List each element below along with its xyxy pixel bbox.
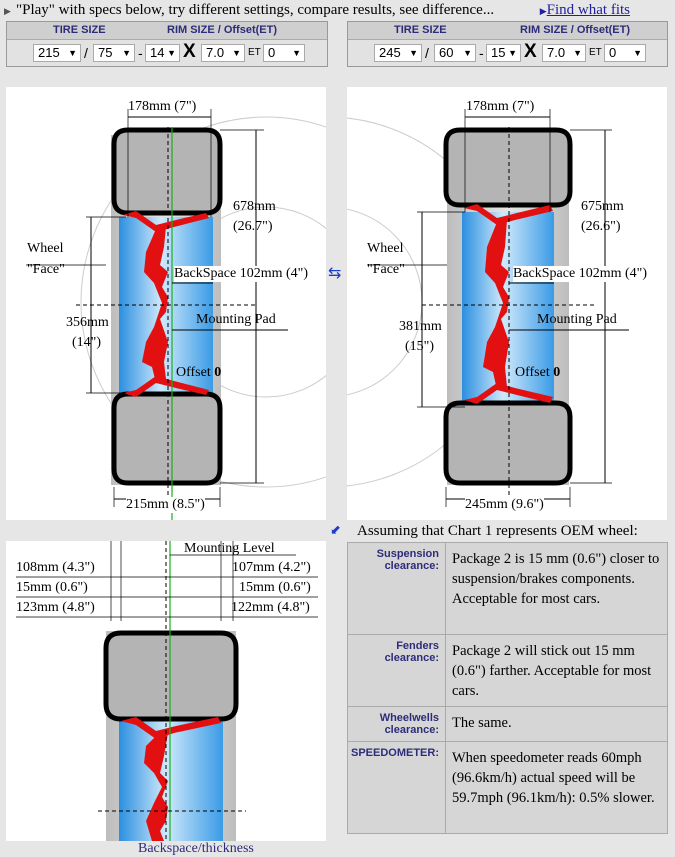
rim-size-header: RIM SIZE / Offset(ET) — [167, 24, 277, 36]
link-arrow-icon: ▶ — [539, 6, 547, 16]
rim-dia-mm: 356mm — [66, 315, 109, 330]
wheel-diagram-2 — [347, 109, 629, 507]
tire-size-header: TIRE SIZE — [394, 24, 447, 36]
face-label: "Face" — [27, 262, 65, 277]
offset-select[interactable]: 0▼ — [604, 44, 646, 62]
wheel-label: Wheel — [367, 241, 404, 256]
tire-width-dim: 245mm (9.6") — [465, 497, 544, 513]
wheel-chart-1: 178mm (7") 678mm (26.7") Wheel "Face" Ba… — [6, 87, 326, 520]
row-key: Fenders clearance: — [348, 635, 446, 706]
right-dim-1: 107mm (4.2") — [232, 560, 311, 575]
compare-chart: Mounting Level 108mm (4.3") 15mm (0.6") … — [6, 541, 326, 841]
clearance-table: Suspension clearance: Package 2 is 15 mm… — [347, 542, 668, 834]
wheel-chart-2: 178mm (7") 675mm (26.6") Wheel "Face" Ba… — [347, 87, 667, 520]
et-label: ET — [589, 47, 602, 58]
rim-dia-in: (15") — [405, 339, 435, 354]
intro-text: "Play" with specs below, try different s… — [16, 2, 495, 18]
row-value: Package 2 will stick out 15 mm (0.6") fa… — [452, 643, 652, 699]
tire-width-dim: 215mm (8.5") — [126, 497, 205, 513]
offset-select[interactable]: 0▼ — [263, 44, 305, 62]
tire-size-header: TIRE SIZE — [53, 24, 106, 36]
right-dim-3: 122mm (4.8") — [231, 600, 310, 615]
aspect-select[interactable]: 60▼ — [434, 44, 476, 62]
table-row: Fenders clearance: Package 2 will stick … — [348, 634, 667, 706]
overall-dia-mm: 675mm — [581, 199, 624, 214]
row-value: The same. — [452, 715, 512, 731]
backspace-label: BackSpace 102mm (4") — [513, 266, 648, 282]
row-value: When speedometer reads 60mph (96.6km/h) … — [452, 750, 655, 806]
rim-width-dim: 178mm (7") — [466, 99, 535, 114]
footer-link[interactable]: Backspace/thickness — [138, 841, 254, 856]
row-key: Wheelwells clearance: — [348, 707, 446, 741]
wheel-label: Wheel — [27, 241, 64, 256]
left-dim-1: 108mm (4.3") — [16, 560, 95, 575]
table-row: SPEEDOMETER: When speedometer reads 60mp… — [348, 741, 667, 833]
assuming-text: Assuming that Chart 1 represents OEM whe… — [357, 523, 638, 539]
et-label: ET — [248, 47, 261, 58]
backspace-label: BackSpace 102mm (4") — [174, 266, 309, 282]
overall-dia-in: (26.6") — [581, 219, 621, 234]
rim-dia-in: (14") — [72, 335, 102, 350]
mounting-pad-label: Mounting Pad — [537, 312, 617, 327]
play-triangle-icon: ▶ — [4, 6, 11, 16]
compare-diagram — [16, 541, 318, 841]
x-label: X — [183, 41, 196, 62]
mounting-pad-label: Mounting Pad — [196, 312, 276, 327]
row-key: Suspension clearance: — [348, 543, 446, 634]
row-value: Package 2 is 15 mm (0.6") closer to susp… — [452, 551, 660, 607]
left-dim-2: 15mm (0.6") — [16, 580, 88, 595]
tire-width-select[interactable]: 215▼ — [33, 44, 81, 62]
diameter-select[interactable]: 15▼ — [486, 44, 521, 62]
find-what-fits-link[interactable]: Find what fits — [546, 2, 630, 18]
rim-dia-mm: 381mm — [399, 319, 442, 334]
rim-width-select[interactable]: 7.0▼ — [542, 44, 586, 62]
wheel-diagram-1 — [26, 109, 326, 520]
aspect-select[interactable]: 75▼ — [93, 44, 135, 62]
face-label: "Face" — [367, 262, 405, 277]
offset-label: Offset 0 — [515, 365, 561, 380]
tire-width-select[interactable]: 245▼ — [374, 44, 422, 62]
mounting-level-label: Mounting Level — [184, 541, 275, 556]
diameter-select[interactable]: 14▼ — [145, 44, 180, 62]
offset-label: Offset 0 — [176, 365, 222, 380]
right-dim-2: 15mm (0.6") — [239, 580, 311, 595]
intro-line: ▶ "Play" with specs below, try different … — [4, 2, 672, 24]
overall-dia-in: (26.7") — [233, 219, 273, 234]
left-dim-3: 123mm (4.8") — [16, 600, 95, 615]
swap-icon[interactable]: ⇆ — [328, 263, 342, 282]
x-label: X — [524, 41, 537, 62]
table-row: Suspension clearance: Package 2 is 15 mm… — [348, 543, 667, 634]
rim-width-dim: 178mm (7") — [128, 99, 197, 114]
rim-width-select[interactable]: 7.0▼ — [201, 44, 245, 62]
rim-size-header: RIM SIZE / Offset(ET) — [520, 24, 630, 36]
arrow-icon: ⬋ — [330, 523, 341, 538]
row-key: SPEEDOMETER: — [348, 742, 446, 833]
table-row: Wheelwells clearance: The same. — [348, 706, 667, 741]
overall-dia-mm: 678mm — [233, 199, 276, 214]
